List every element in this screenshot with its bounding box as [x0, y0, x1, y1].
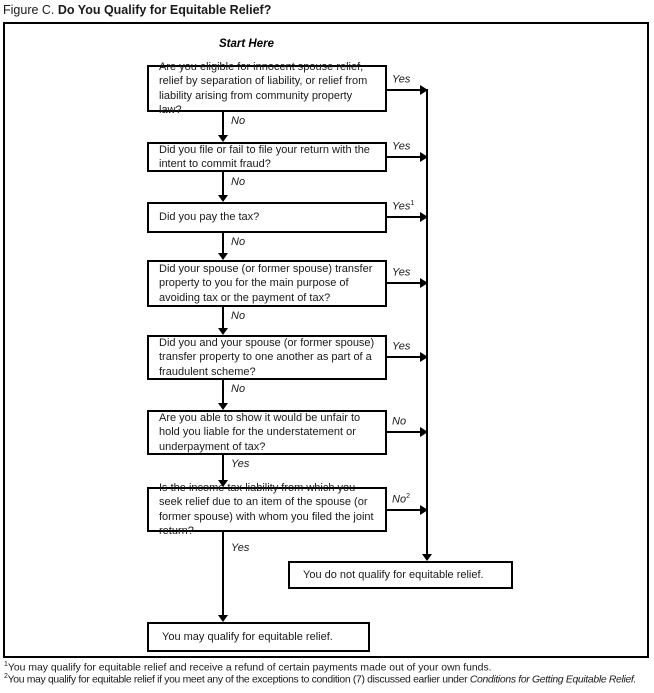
footnote-marker: 2: [4, 673, 8, 680]
arrowhead-down-icon: [218, 328, 228, 335]
branch-label-text: No: [392, 493, 407, 506]
outcome-text: You do not qualify for equitable relief.: [303, 569, 484, 581]
figure-title: Figure C. Do You Qualify for Equitable R…: [3, 3, 271, 17]
arrowhead-down-icon: [218, 480, 228, 487]
question-text: Did you and your spouse (or former spous…: [159, 336, 375, 378]
question-text: Did your spouse (or former spouse) trans…: [159, 262, 373, 304]
branch-label-text: No: [231, 310, 246, 322]
arrowhead-down-icon: [218, 403, 228, 410]
outcome-text: You may qualify for equitable relief.: [162, 631, 333, 643]
arrowhead-right-icon: [420, 427, 428, 437]
branch-label-text: Yes: [392, 200, 411, 213]
question-box-2: Did you file or fail to file your return…: [147, 142, 387, 172]
branch-label-down-7: Yes: [231, 542, 249, 554]
branch-label-side-2: Yes: [392, 140, 410, 153]
arrowhead-down-icon: [218, 195, 228, 202]
connector-side-4: [387, 282, 421, 284]
question-text: Did you pay the tax?: [159, 211, 260, 224]
branch-label-text: Yes: [392, 266, 411, 279]
question-text: Is the income tax liability from which y…: [159, 481, 374, 538]
branch-label-text: No: [231, 383, 246, 395]
question-box-7: Is the income tax liability from which y…: [147, 482, 387, 537]
question-box-1: Are you eligible for innocent spouse rel…: [147, 61, 387, 116]
branch-label-text: No: [231, 176, 246, 188]
figure-title-bold: Do You Qualify for Equitable Relief?: [57, 3, 272, 17]
arrowhead-down-icon: [218, 615, 228, 622]
branch-label-down-6: Yes: [231, 458, 249, 470]
footnote-marker: 1: [4, 661, 8, 668]
start-here-label: Start Here: [219, 38, 274, 50]
question-text: Did you file or fail to file your return…: [159, 143, 370, 171]
connector-down-4: [222, 307, 224, 328]
question-box-3: Did you pay the tax?: [147, 202, 387, 233]
arrowhead-right-icon: [420, 85, 428, 95]
arrowhead-down-icon: [218, 135, 228, 142]
branch-label-text: Yes: [392, 340, 411, 353]
connector-down-3: [222, 233, 224, 253]
figure-border: [3, 22, 649, 658]
outcome-box-not-qualify: You do not qualify for equitable relief.: [288, 561, 513, 589]
arrowhead-right-icon: [420, 352, 428, 362]
branch-label-down-1: No: [231, 115, 245, 127]
branch-label-text: Yes: [392, 140, 411, 153]
question-box-5: Did you and your spouse (or former spous…: [147, 335, 387, 380]
branch-label-text: Yes: [231, 458, 250, 470]
connector-side-2: [387, 156, 421, 158]
branch-label-text: Yes: [392, 73, 411, 86]
branch-label-down-3: No: [231, 236, 245, 248]
footnote-2: 2You may qualify for equitable relief if…: [4, 673, 636, 685]
figure-title-prefix: Figure C.: [3, 3, 58, 17]
question-text: Are you eligible for innocent spouse rel…: [159, 60, 368, 117]
branch-label-down-2: No: [231, 176, 245, 188]
branch-label-text: No: [231, 236, 246, 248]
question-box-6: Are you able to show it would be unfair …: [147, 410, 387, 455]
branch-label-side-6: No: [392, 415, 406, 428]
connector-down-5: [222, 380, 224, 403]
connector-side-7: [387, 509, 421, 511]
connector-down-2: [222, 172, 224, 195]
connector-side-5: [387, 356, 421, 358]
arrowhead-right-icon: [420, 505, 428, 515]
branch-label-sup: 1: [410, 200, 415, 207]
connector-side-1: [387, 89, 421, 91]
connector-side-6: [387, 431, 421, 433]
footnote-text: You may qualify for equitable relief if …: [7, 674, 470, 686]
branch-label-side-1: Yes: [392, 73, 410, 86]
branch-label-side-5: Yes: [392, 340, 410, 353]
footnote-1: 1You may qualify for equitable relief an…: [4, 661, 492, 673]
connector-down-7: [222, 532, 224, 615]
branch-label-sup: 2: [406, 493, 410, 500]
connector-down-1: [222, 112, 224, 135]
branch-label-side-7: No2: [392, 493, 410, 506]
branch-label-text: Yes: [231, 542, 250, 554]
arrowhead-right-icon: [420, 278, 428, 288]
arrowhead-right-icon: [420, 212, 428, 222]
connector-right-rail: [426, 89, 428, 554]
footnote-text: You may qualify for equitable relief and…: [7, 662, 492, 674]
question-text: Are you able to show it would be unfair …: [159, 411, 361, 453]
arrowhead-right-icon: [420, 152, 428, 162]
branch-label-side-3: Yes1: [392, 200, 414, 213]
footnote-italic-text: Conditions for Getting Equitable Relief.: [469, 674, 637, 686]
outcome-box-may-qualify: You may qualify for equitable relief.: [147, 622, 370, 652]
arrowhead-down-icon: [218, 253, 228, 260]
branch-label-down-4: No: [231, 310, 245, 322]
branch-label-text: No: [231, 115, 246, 127]
question-box-4: Did your spouse (or former spouse) trans…: [147, 260, 387, 307]
connector-down-6: [222, 455, 224, 480]
branch-label-side-4: Yes: [392, 266, 410, 279]
branch-label-down-5: No: [231, 383, 245, 395]
branch-label-text: No: [392, 415, 407, 428]
connector-side-3: [387, 216, 421, 218]
arrowhead-down-icon: [422, 554, 432, 561]
